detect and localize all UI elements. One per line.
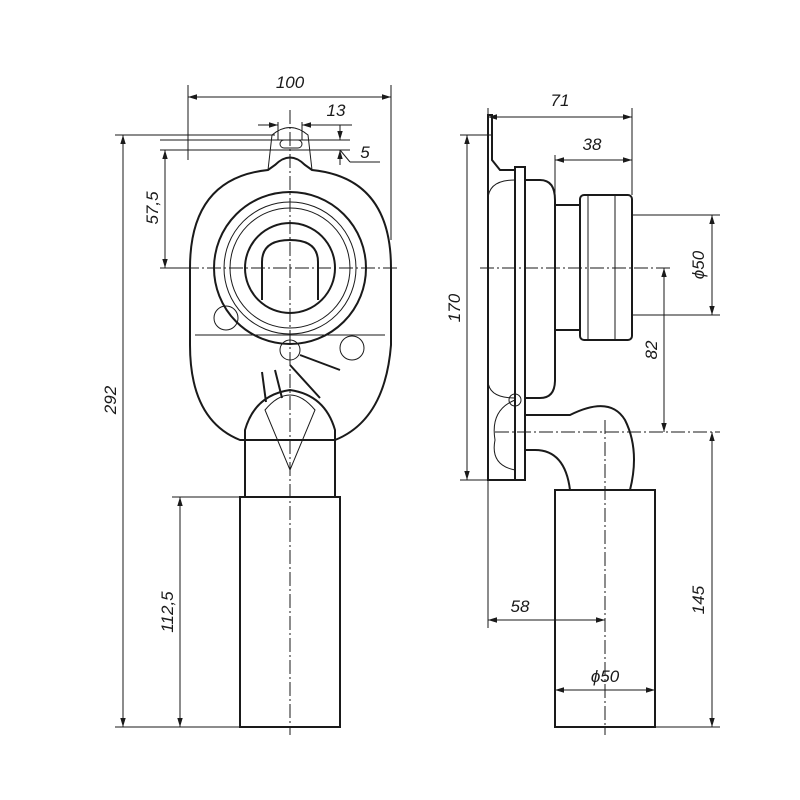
wall-plate — [487, 114, 516, 481]
front-body-outline — [189, 156, 392, 441]
trap-body-side — [525, 179, 556, 399]
front-dimensions: 100 13 5 57,5 292 112,5 — [101, 73, 392, 728]
dim-inlet-to-outlet: 82 — [642, 340, 661, 359]
dim-slot-width: 13 — [327, 101, 346, 120]
hanger-slot — [279, 139, 303, 149]
dim-outlet-offset: 58 — [511, 597, 530, 616]
dim-outlet-height: 145 — [689, 585, 708, 614]
gasket — [514, 166, 526, 481]
dim-spigot-length: 38 — [583, 135, 602, 154]
dim-depth: 71 — [551, 91, 570, 110]
side-view — [480, 114, 720, 735]
front-view — [185, 110, 400, 735]
dim-width: 100 — [276, 73, 305, 92]
inlet-slot — [261, 238, 319, 300]
grate-ribs — [261, 354, 341, 403]
elbow — [525, 405, 635, 491]
dim-slot-to-center: 57,5 — [143, 191, 162, 225]
dim-inlet-diameter: ϕ50 — [689, 250, 708, 279]
dim-total-height: 292 — [101, 385, 120, 415]
cleanout-cap — [493, 399, 516, 471]
dim-plate-height: 170 — [445, 293, 464, 322]
trap-neck — [244, 388, 336, 497]
dim-pipe-length: 112,5 — [158, 591, 177, 633]
dim-outlet-diameter: ϕ50 — [591, 667, 620, 686]
dim-slot-height: 5 — [360, 143, 370, 162]
side-dimensions: 71 38 ϕ50 82 170 145 58 ϕ50 — [445, 91, 720, 728]
